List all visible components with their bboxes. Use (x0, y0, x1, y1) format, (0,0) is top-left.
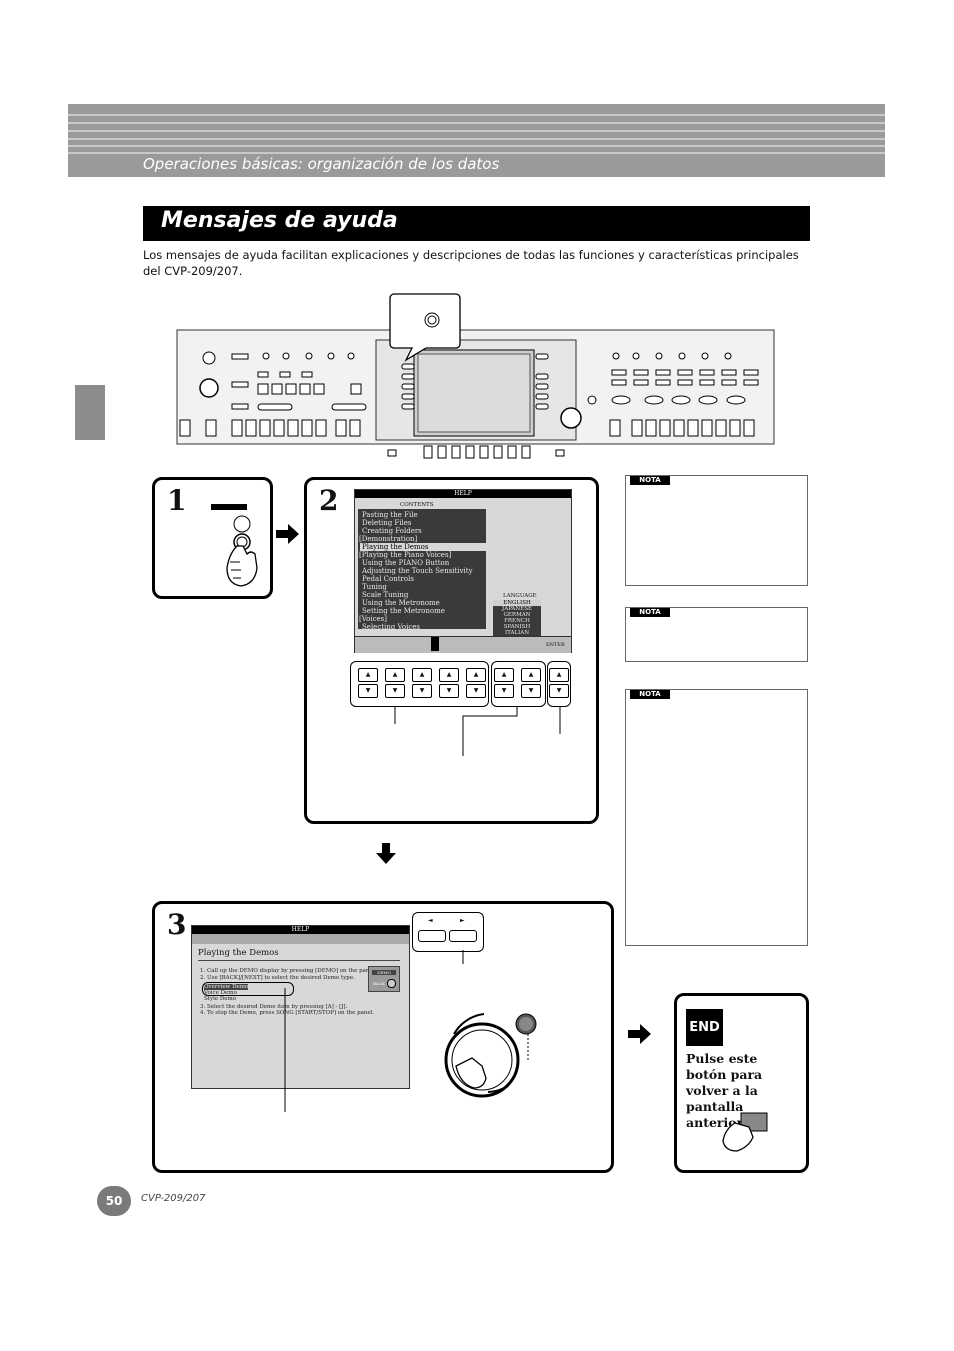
leader-lines (394, 706, 561, 756)
next-button[interactable] (449, 930, 477, 942)
help-line: 2. Use [BACK]/[NEXT] to select the desir… (200, 975, 355, 981)
screen-button-2[interactable]: ▲▼ (385, 668, 405, 698)
language-label: LANGUAGE (503, 593, 537, 599)
back-arrow: ◄ (428, 917, 433, 924)
enter-label[interactable]: ENTER (546, 642, 565, 648)
nota-badge: NOTA (630, 690, 670, 699)
nota-box-1: NOTA (625, 475, 808, 586)
exit-button-icon[interactable] (717, 1109, 777, 1155)
intro-paragraph: Los mensajes de ayuda facilitan explicac… (143, 248, 799, 278)
detail-screen-subbar (192, 934, 409, 944)
topic-divider (198, 960, 400, 961)
help-topic-list[interactable]: Pasting the File Deleting Files Creating… (358, 509, 486, 631)
list-item[interactable]: Creating Folders (362, 527, 422, 535)
header-band (68, 104, 885, 177)
help-line: Voice Demo (204, 990, 237, 996)
list-item[interactable]: Using the PIANO Button (362, 559, 450, 567)
step-2-box: 2 HELP CONTENTS Pasting the File Deletin… (304, 477, 599, 824)
list-item[interactable]: Pasting the File (362, 511, 418, 519)
leader-line (284, 988, 286, 1112)
list-item[interactable]: Pedal Controls (362, 575, 414, 583)
nota-box-2: NOTA (625, 607, 808, 662)
help-line: Overview Demo (204, 984, 249, 990)
step-3-box: 3 HELP Playing the Demos 1. Call up the … (152, 901, 614, 1173)
help-detail-screen: HELP Playing the Demos 1. Call up the DE… (191, 925, 410, 1089)
button-8-group (547, 661, 571, 707)
screen-button-1[interactable]: ▲▼ (358, 668, 378, 698)
language-item[interactable]: JAPANESE (502, 606, 532, 612)
page-title-bar: Mensajes de ayuda (143, 206, 810, 241)
demo-badge: DEMO BACK (368, 966, 400, 992)
screen-button-strip (355, 636, 571, 653)
back-button[interactable] (418, 930, 446, 942)
step-1-box: 1 (152, 477, 273, 599)
list-item[interactable]: [Playing the Piano Voices] (359, 551, 452, 559)
hand-press-icon (211, 504, 258, 587)
step-2-number: 2 (319, 484, 339, 517)
language-list[interactable]: ENGLISH JAPANESE GERMAN FRENCH SPANISH I… (493, 600, 541, 636)
language-item[interactable]: SPANISH (503, 624, 531, 630)
language-item[interactable]: GERMAN (503, 612, 531, 618)
page-title: Mensajes de ayuda (161, 208, 398, 233)
scroll-indicator (431, 637, 439, 651)
list-item[interactable]: Scale Tuning (362, 591, 409, 599)
help-line: Style Demo (204, 996, 237, 1002)
help-line: 3. Select the desired Demo item by press… (200, 1004, 348, 1010)
page-number: 50 (97, 1186, 131, 1216)
step-arrow-down-icon (376, 843, 396, 864)
list-item[interactable]: Adjusting the Touch Sensitivity (362, 567, 473, 575)
language-item[interactable]: ITALIAN (504, 630, 530, 636)
highlight-oval (202, 982, 294, 996)
screen-button-7[interactable]: ▲▼ (521, 668, 541, 698)
help-contents-screen: HELP CONTENTS Pasting the File Deleting … (354, 489, 572, 653)
screen-button-8[interactable]: ▲▼ (549, 668, 569, 698)
step-arrow-right-icon (628, 1024, 651, 1044)
language-item[interactable]: FRENCH (504, 618, 530, 624)
next-arrow: ► (460, 917, 465, 924)
screen-button-5[interactable]: ▲▼ (466, 668, 486, 698)
back-next-group (412, 912, 484, 952)
nota-box-3: NOTA (625, 689, 808, 946)
detail-screen-header: HELP (192, 926, 409, 934)
screen-button-6[interactable]: ▲▼ (494, 668, 514, 698)
screen-button-3[interactable]: ▲▼ (412, 668, 432, 698)
buttons-1-5-group (350, 661, 489, 707)
list-item[interactable]: [Voices] (359, 615, 387, 623)
topic-title: Playing the Demos (198, 948, 279, 958)
help-screen-header: HELP (355, 490, 571, 498)
step-1-number: 1 (167, 484, 187, 517)
list-item[interactable]: Deleting Files (362, 519, 412, 527)
chapter-tab (75, 385, 105, 440)
nota-badge: NOTA (630, 476, 670, 485)
buttons-6-7-group (491, 661, 546, 707)
list-item[interactable]: Selecting Voices (362, 623, 421, 631)
end-caption: Pulse este botón para volver a la pantal… (686, 1051, 763, 1130)
contents-label: CONTENTS (400, 502, 434, 508)
step-3-number: 3 (167, 908, 187, 941)
leader-line (462, 950, 464, 964)
help-line: 1. Call up the DEMO display by pressing … (200, 968, 377, 974)
help-line: 4. To stop the Demo, press SONG [START/S… (200, 1010, 375, 1016)
step-arrow-right-icon (276, 524, 299, 544)
instrument-panel-illustration (176, 293, 775, 459)
end-box: END Pulse este botón para volver a la pa… (674, 993, 809, 1173)
screen-button-4[interactable]: ▲▼ (439, 668, 459, 698)
language-item-selected[interactable]: ENGLISH (493, 600, 541, 606)
model-name: CVP-209/207 (141, 1193, 206, 1204)
end-icon: END (686, 1009, 723, 1046)
list-item[interactable]: [Demonstration] (359, 535, 418, 543)
nota-badge: NOTA (630, 608, 670, 617)
list-item[interactable]: Using the Metronome (362, 599, 440, 607)
list-item[interactable]: Tuning (362, 583, 387, 591)
list-item-selected[interactable]: Playing the Demos (360, 543, 486, 551)
list-item[interactable]: Setting the Metronome (362, 607, 445, 615)
section-title: Operaciones básicas: organización de los… (143, 155, 500, 173)
data-dial-icon[interactable] (440, 1004, 550, 1114)
